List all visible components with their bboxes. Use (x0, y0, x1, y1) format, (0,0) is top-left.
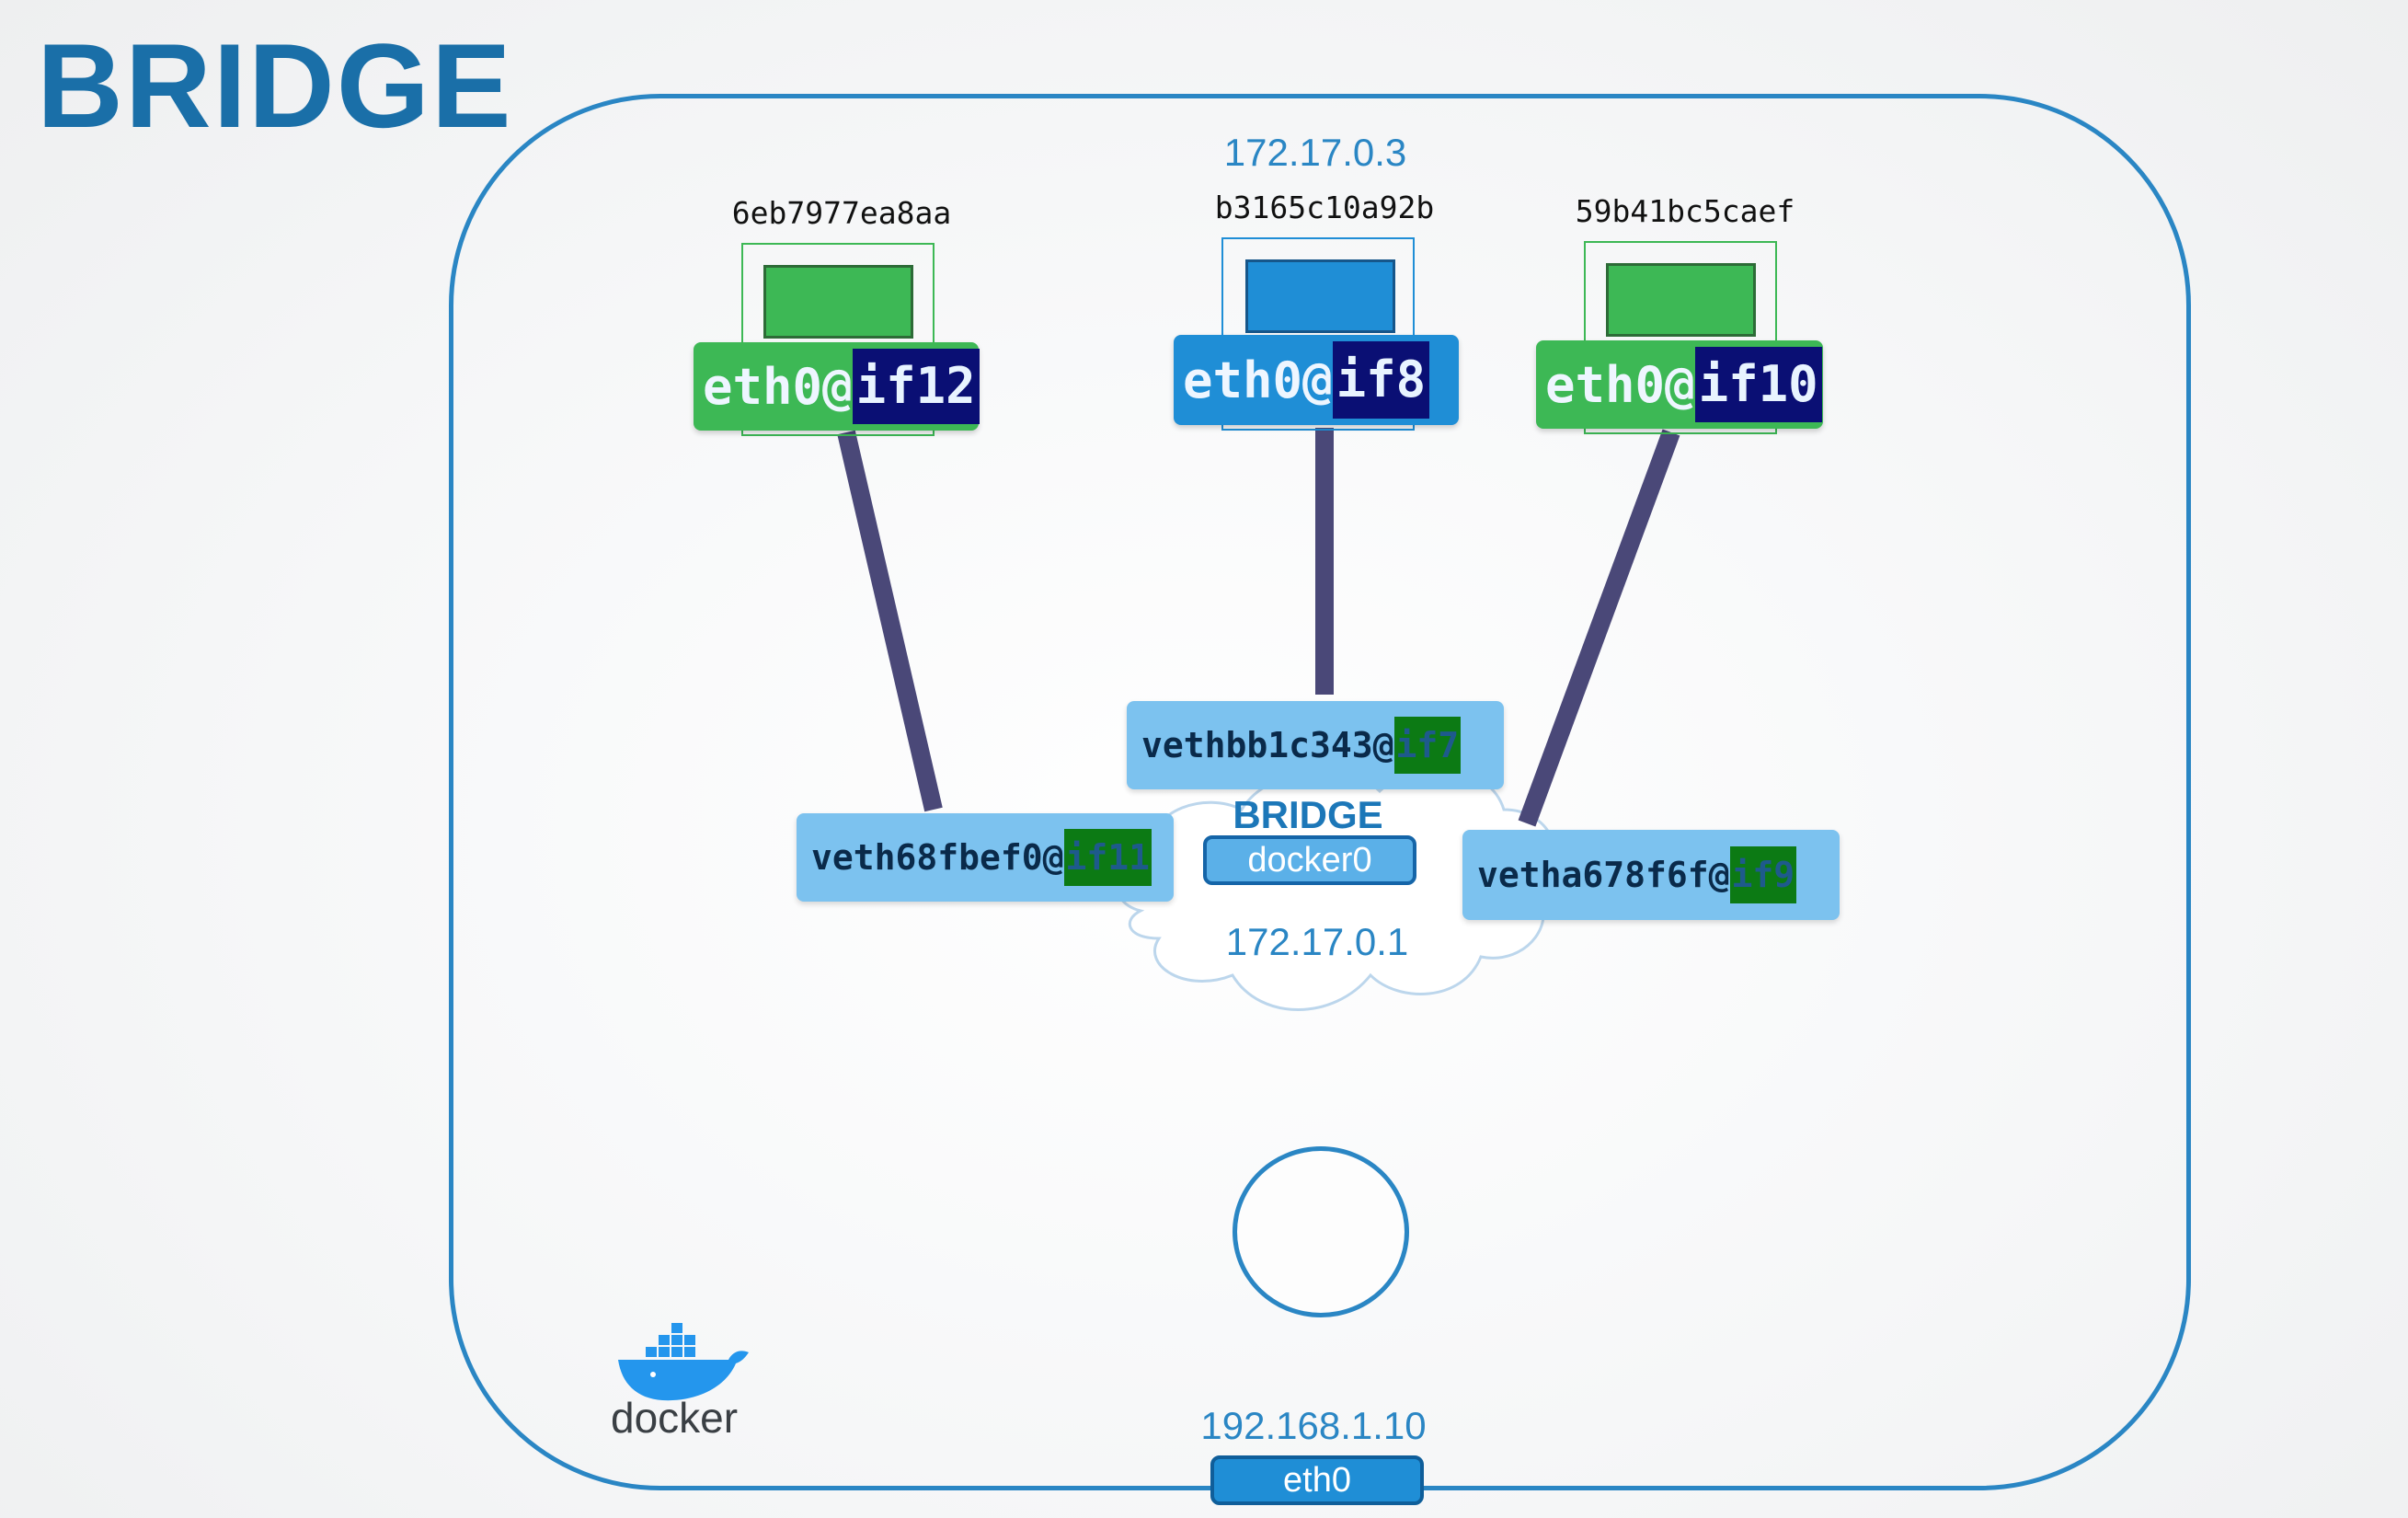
docker-whale-icon (618, 1323, 749, 1401)
veth-center[interactable]: vethbb1c343@if7 (1127, 701, 1504, 789)
eth-suffix: if12 (852, 348, 980, 425)
container-1-screen (763, 265, 913, 339)
veth-suffix: if7 (1393, 717, 1462, 774)
container-2-frame (1221, 237, 1415, 431)
container-ip: 172.17.0.3 (1223, 131, 1407, 174)
container-3-screen (1606, 263, 1756, 337)
veth-prefix: vethbb1c343@ (1141, 725, 1394, 765)
container-3-frame (1584, 241, 1777, 434)
bridge-docker0[interactable]: docker0 (1203, 835, 1416, 885)
container-1-frame (741, 243, 935, 436)
veth-left[interactable]: veth68fbef0@if11 (797, 813, 1174, 902)
link-right (1518, 429, 1680, 827)
eth-prefix: eth0@ (1183, 351, 1333, 409)
veth-prefix: veth68fbef0@ (811, 837, 1064, 878)
host-port-circle (1233, 1146, 1409, 1317)
host-eth0[interactable]: eth0 (1210, 1455, 1424, 1505)
container-3-eth0[interactable]: eth0@if10 (1536, 340, 1823, 429)
docker-logo-text: docker (611, 1394, 739, 1442)
container-2-screen (1245, 259, 1395, 333)
eth-prefix: eth0@ (703, 357, 853, 416)
veth-right[interactable]: vetha678f6f@if9 (1462, 830, 1840, 920)
host-ip: 192.168.1.10 (1200, 1404, 1427, 1447)
container-id-3: 59b41bc5caef (1575, 193, 1795, 229)
veth-suffix: if11 (1063, 829, 1152, 886)
container-id-1: 6eb7977ea8aa (731, 195, 952, 231)
eth-suffix: if8 (1332, 340, 1430, 420)
veth-prefix: vetha678f6f@ (1477, 855, 1730, 895)
eth-suffix: if10 (1694, 346, 1822, 423)
container-1-eth0[interactable]: eth0@if12 (694, 342, 980, 431)
container-id-2: b3165c10a92b (1214, 190, 1435, 225)
bridge-label: BRIDGE (1233, 793, 1383, 836)
eth-prefix: eth0@ (1545, 355, 1695, 414)
veth-suffix: if9 (1729, 845, 1797, 904)
container-2-eth0[interactable]: eth0@if8 (1174, 335, 1459, 425)
link-left (837, 430, 943, 812)
bridge-ip: 172.17.0.1 (1225, 920, 1409, 963)
page-title: BRIDGE (37, 18, 513, 153)
